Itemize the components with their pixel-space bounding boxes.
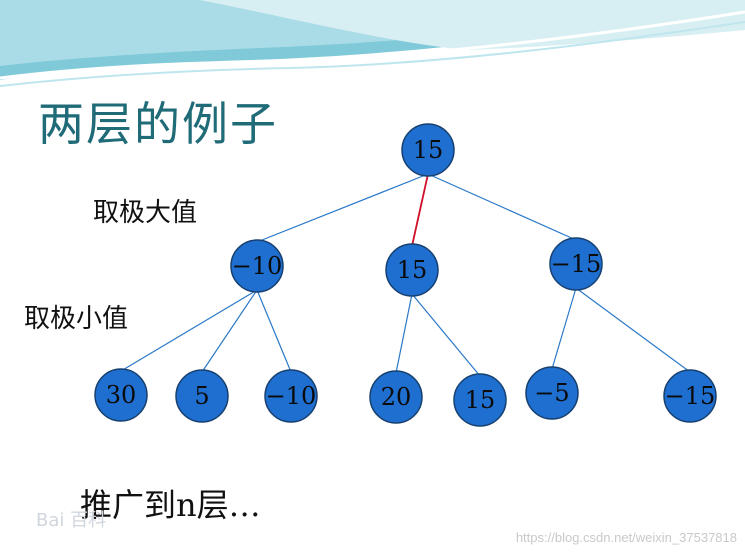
leaf-node-4-value: 15 <box>465 386 496 414</box>
edge-root-to-l1-0 <box>256 173 429 243</box>
header-wave-banner <box>0 0 745 87</box>
leaf-node-3-circle <box>369 370 423 424</box>
leaf-node-6: −15 <box>663 369 717 423</box>
leaf-node-4: 15 <box>453 373 507 427</box>
leaf-node-2: −10 <box>264 369 318 423</box>
leaf-node-3: 20 <box>369 370 423 424</box>
page-title: 两层的例子 <box>38 97 278 151</box>
leaf-node-5-value: −5 <box>534 379 569 407</box>
leaf-node-4-circle <box>453 373 507 427</box>
leaf-node-0: 30 <box>94 368 148 422</box>
edge-root-to-l1-1 <box>411 173 429 247</box>
csdn-watermark: https://blog.csdn.net/weixin_37537818 <box>515 530 737 545</box>
root-node: 15 <box>401 123 455 177</box>
leaf-node-6-circle <box>663 369 717 423</box>
edge-l1-2-to-leaf-6 <box>575 287 691 373</box>
tree-nodes: 15 −10 15 −15 30 5 −10 20 15 −5 −15 <box>94 123 717 427</box>
leaf-node-1-circle <box>175 369 229 423</box>
max-level-label: 取极大值 <box>93 198 198 228</box>
leaf-node-1: 5 <box>175 369 229 423</box>
edge-l1-1-to-leaf-3 <box>395 293 413 374</box>
tree-edges <box>120 173 691 377</box>
leaf-node-2-circle <box>264 369 318 423</box>
footer-caption: 推广到n层… <box>80 486 261 524</box>
min-node-1-value: 15 <box>397 256 428 284</box>
leaf-node-0-value: 30 <box>106 381 137 409</box>
leaf-node-5-circle <box>525 366 579 420</box>
leaf-node-3-value: 20 <box>381 383 412 411</box>
leaf-node-5: −5 <box>525 366 579 420</box>
leaf-node-0-circle <box>94 368 148 422</box>
min-node-2-value: −15 <box>551 250 602 278</box>
min-node-1-circle <box>385 243 439 297</box>
edge-root-to-l1-2 <box>427 173 577 241</box>
min-node-0: −10 <box>230 239 284 293</box>
min-node-0-circle <box>230 239 284 293</box>
min-node-2: −15 <box>549 237 603 291</box>
leaf-node-6-value: −15 <box>665 382 716 410</box>
min-node-2-circle <box>549 237 603 291</box>
edge-l1-1-to-leaf-4 <box>411 293 481 377</box>
baike-watermark: Bai 百科 <box>36 510 107 531</box>
leaf-node-2-value: −10 <box>266 382 317 410</box>
edge-l1-0-to-leaf-1 <box>201 289 258 373</box>
leaf-node-1-value: 5 <box>194 382 209 410</box>
root-node-value: 15 <box>413 136 444 164</box>
min-level-label: 取极小值 <box>24 304 129 334</box>
min-node-1: 15 <box>385 243 439 297</box>
edge-l1-2-to-leaf-5 <box>551 287 577 370</box>
root-node-circle <box>401 123 455 177</box>
min-node-0-value: −10 <box>232 252 283 280</box>
edge-l1-0-to-leaf-0 <box>120 289 258 372</box>
edge-l1-0-to-leaf-2 <box>256 289 292 373</box>
